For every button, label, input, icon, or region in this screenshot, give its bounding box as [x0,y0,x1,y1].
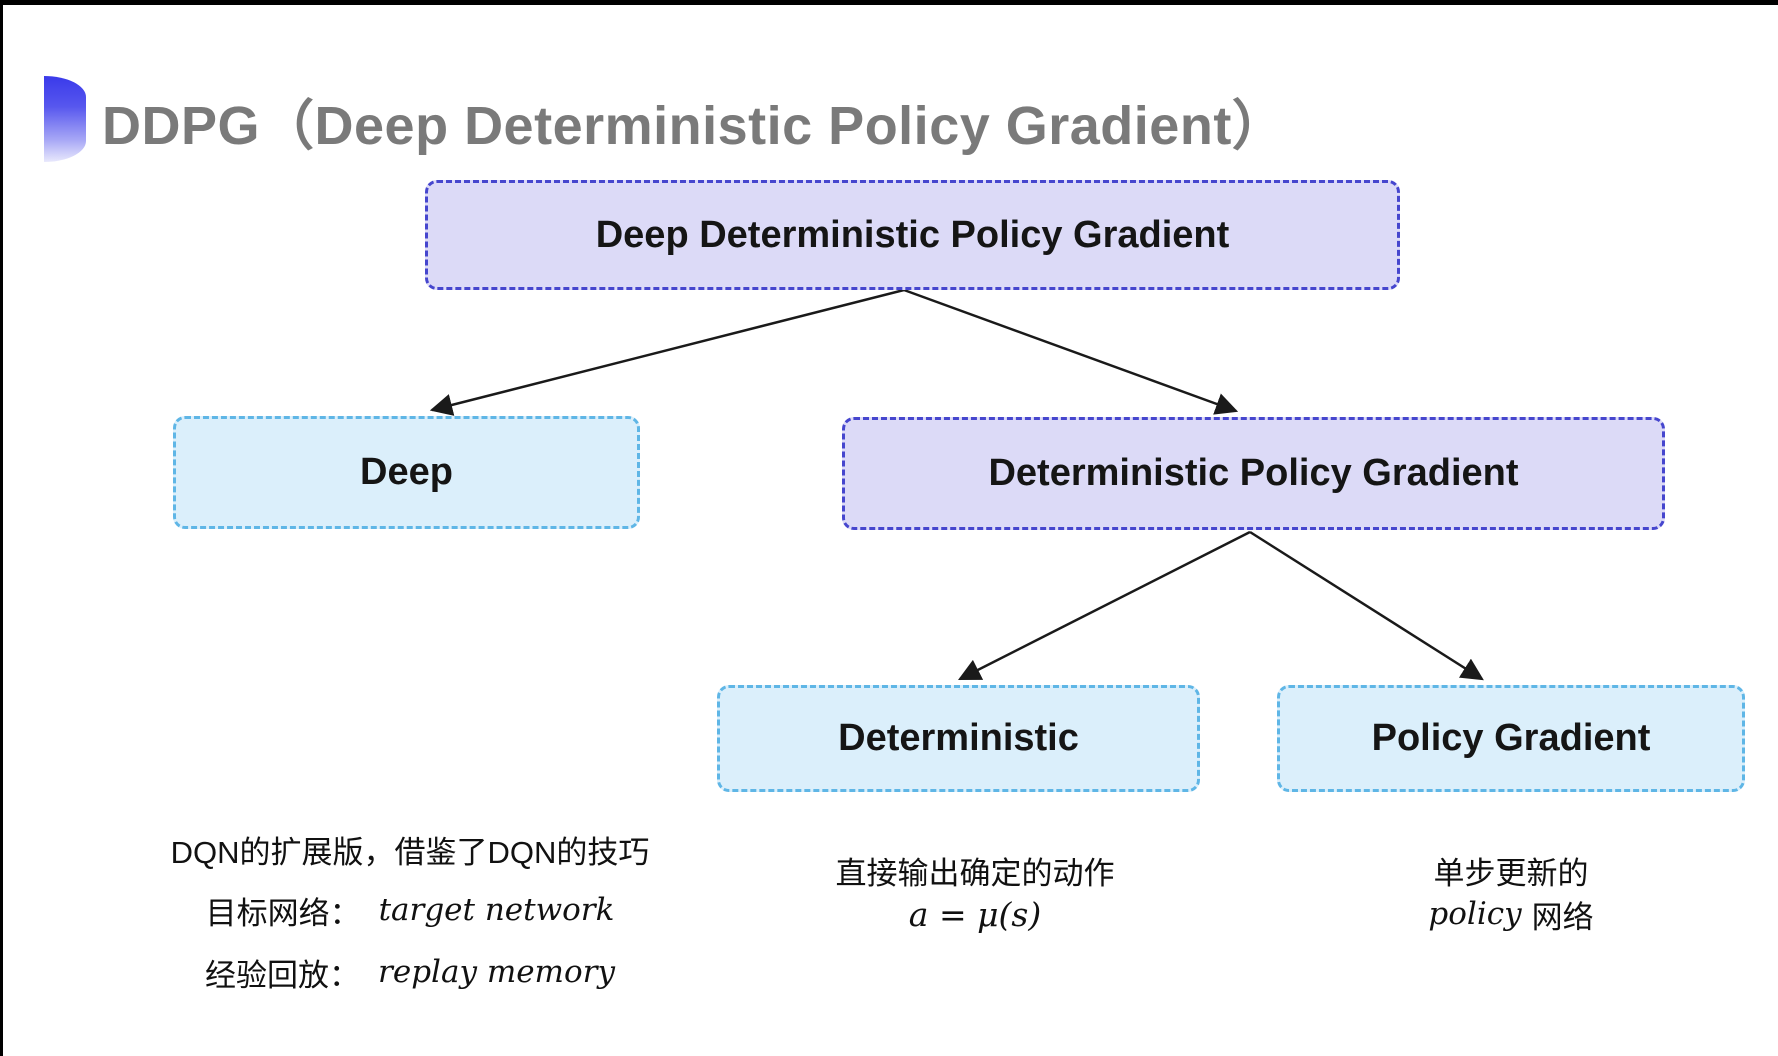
node-deterministic-policy-gradient: Deterministic Policy Gradient [842,417,1665,530]
arrow-dpg-to-policy-gradient [1249,530,1484,681]
page-title: DDPG（Deep Deterministic Policy Gradient） [102,95,1287,156]
node-ddpg: Deep Deterministic Policy Gradient [425,180,1400,290]
arrow-ddpg-to-deep [429,288,905,416]
note-replay-memory: 经验回放： replay memory [110,950,710,994]
screen-edge-left [0,0,3,1056]
note-target-network-label: 目标网络： [205,895,361,931]
note-policy-network: policy 网络 [1311,892,1711,936]
note-policy-desc-text: 单步更新的 [1433,855,1589,891]
node-deep: Deep [173,416,640,529]
note-deterministic-desc-text: 直接输出确定的动作 [835,855,1115,891]
node-deep-label: Deep [360,451,453,493]
arrow-ddpg-to-dpg [903,288,1239,415]
note-deterministic-formula-text: a = μ(s) [908,894,1042,934]
note-deterministic-desc: 直接输出确定的动作 [775,848,1175,892]
node-policy-gradient-label: Policy Gradient [1371,717,1651,759]
node-deterministic: Deterministic [717,685,1200,792]
screen-edge-top [0,0,1778,5]
note-policy-network-term: policy [1428,896,1522,932]
note-dqn-summary-text: DQN的扩展版，借鉴了DQN的技巧 [170,834,650,870]
node-policy-gradient: Policy Gradient [1277,685,1745,792]
note-dqn-summary: DQN的扩展版，借鉴了DQN的技巧 [110,826,710,872]
note-target-network-term: target network [378,892,615,928]
node-deterministic-policy-gradient-label: Deterministic Policy Gradient [988,452,1519,494]
node-ddpg-label: Deep Deterministic Policy Gradient [595,213,1230,256]
note-policy-network-suffix: 网络 [1531,899,1594,935]
arrow-dpg-to-deterministic [957,530,1251,681]
note-policy-desc: 单步更新的 [1311,848,1711,892]
node-deterministic-label: Deterministic [838,717,1079,759]
note-deterministic-formula: a = μ(s) [775,892,1175,936]
note-target-network: 目标网络： target network [110,888,710,932]
title-bullet-icon [44,76,86,162]
note-replay-memory-term: replay memory [378,954,615,990]
note-replay-memory-label: 经验回放： [205,957,361,993]
